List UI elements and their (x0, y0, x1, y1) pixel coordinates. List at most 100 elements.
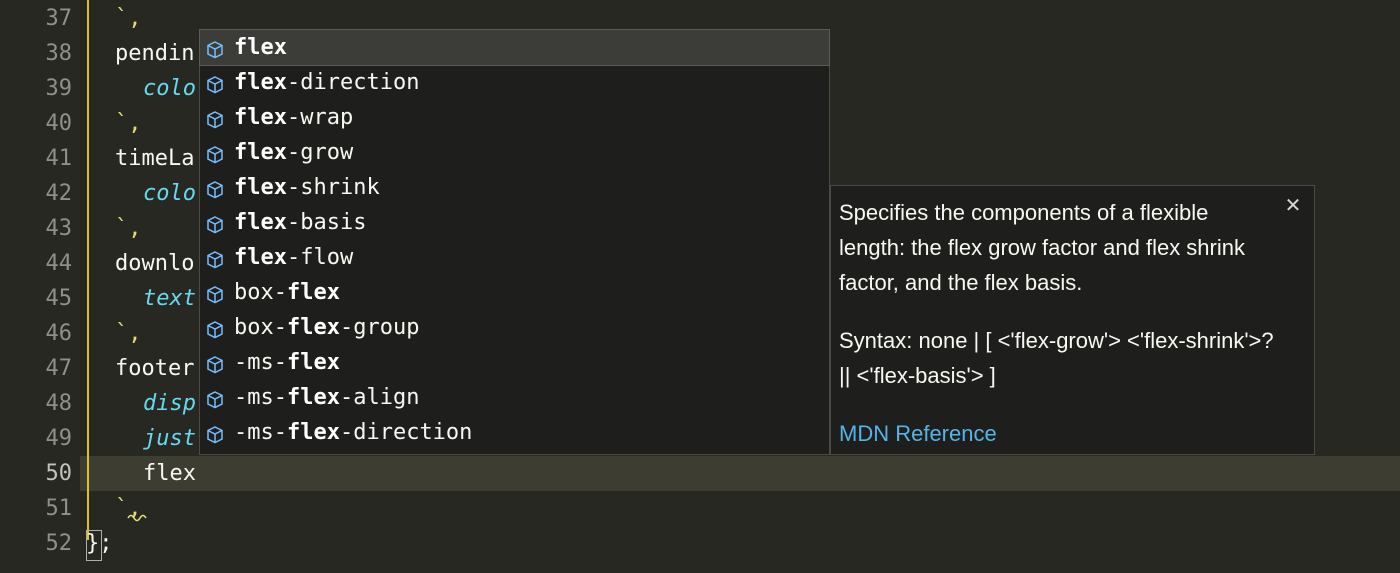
suggestion-label: flex-grow (234, 135, 353, 170)
property-cube-icon (204, 387, 226, 409)
code-text: colo (143, 76, 196, 101)
suggestion-item[interactable]: flex-basis (200, 205, 829, 240)
suggestion-prefix: box- (234, 280, 287, 305)
property-cube-icon (204, 72, 226, 94)
property-cube-icon (204, 177, 226, 199)
property-cube-icon (204, 212, 226, 234)
suggestion-label: flex-basis (234, 205, 366, 240)
suggestion-details-panel: Specifies the components of a flexible l… (830, 185, 1315, 455)
suggestion-match: flex (286, 420, 340, 445)
suggestion-prefix: box- (234, 315, 287, 340)
line-number: 42 (45, 181, 73, 206)
suggestion-label: -ms-flex-direction (234, 415, 472, 450)
code-line-49[interactable]: just (143, 421, 196, 456)
suggestion-item[interactable]: flex-flow (200, 240, 829, 275)
suggestion-label: flex (234, 30, 287, 65)
code-line-40[interactable]: `, (115, 106, 142, 141)
suggestion-item[interactable]: flex-grow (200, 135, 829, 170)
suggestion-match: flex (234, 175, 287, 200)
property-cube-icon (204, 247, 226, 269)
code-text: text (143, 286, 196, 311)
suggestion-match: flex (234, 245, 287, 270)
suggestion-match: flex (286, 385, 340, 410)
suggestion-item[interactable]: box-flex (200, 275, 829, 310)
property-cube-icon (204, 142, 226, 164)
suggestion-match: flex (234, 210, 287, 235)
code-line-39[interactable]: colo (143, 71, 196, 106)
property-description: Specifies the components of a flexible l… (839, 200, 1245, 295)
bracket-match-highlight (86, 530, 102, 561)
line-number: 40 (45, 111, 73, 136)
code-line-52[interactable]: }; (86, 526, 113, 561)
suggestion-match: flex (234, 70, 287, 95)
suggestion-suffix: -wrap (286, 105, 354, 130)
code-text: `, (115, 216, 142, 241)
suggestion-item[interactable]: -ms-flex (200, 345, 829, 380)
suggestion-suffix: -group (339, 315, 420, 340)
suggestion-suffix: -direction (286, 70, 420, 95)
suggestion-suffix: -flow (286, 245, 354, 270)
mdn-reference-link[interactable]: MDN Reference (839, 421, 997, 446)
suggestion-label: -ms-flex (234, 345, 340, 380)
line-number: 46 (45, 321, 73, 346)
suggestion-prefix: -ms- (234, 420, 287, 445)
code-text: `, (115, 111, 142, 136)
property-syntax: Syntax: none | [ <'flex-grow'> <'flex-sh… (839, 328, 1274, 388)
suggestion-suffix: -grow (286, 140, 354, 165)
suggestion-label: box-flex (234, 275, 340, 310)
line-number: 38 (45, 41, 73, 66)
suggestion-label: flex-shrink (234, 170, 380, 205)
code-line-37[interactable]: `, (115, 1, 142, 36)
suggestion-label: flex-flow (234, 240, 353, 275)
suggestion-suffix: -direction (339, 420, 473, 445)
code-line-44[interactable]: downlo (115, 246, 194, 281)
code-line-45[interactable]: text (143, 281, 196, 316)
code-line-50-current[interactable]: flex (143, 456, 196, 491)
suggestion-item[interactable]: box-flex-group (200, 310, 829, 345)
suggestion-suffix: -align (339, 385, 420, 410)
code-text: disp (143, 391, 196, 416)
line-number: 45 (45, 286, 73, 311)
suggestion-item[interactable]: -ms-flex-align (200, 380, 829, 415)
line-number: 52 (45, 531, 73, 556)
suggestion-suffix: -basis (286, 210, 367, 235)
property-cube-icon (204, 422, 226, 444)
code-line-48[interactable]: disp (143, 386, 196, 421)
code-text: downlo (115, 251, 195, 276)
line-number: 47 (45, 356, 73, 381)
suggestion-item[interactable]: flex-direction (200, 65, 829, 100)
property-cube-icon (204, 282, 226, 304)
line-number: 48 (45, 391, 73, 416)
suggestion-item[interactable]: flex-wrap (200, 100, 829, 135)
line-number: 43 (45, 216, 73, 241)
suggestion-match: flex (234, 140, 287, 165)
code-text: `, (115, 321, 142, 346)
code-line-42[interactable]: colo (143, 176, 196, 211)
suggestion-match: flex (234, 35, 287, 60)
property-cube-icon (204, 352, 226, 374)
code-line-38[interactable]: pendin (115, 36, 194, 71)
code-text: `, (115, 6, 142, 31)
property-cube-icon (204, 37, 226, 59)
line-number: 44 (45, 251, 73, 276)
suggestion-prefix: -ms- (234, 385, 287, 410)
suggestion-prefix: -ms- (234, 350, 287, 375)
close-icon[interactable]: ✕ (1284, 195, 1302, 217)
suggestion-label: box-flex-group (234, 310, 419, 345)
suggestion-item-selected[interactable]: flex (199, 29, 830, 66)
property-cube-icon (204, 107, 226, 129)
suggestion-label: -ms-flex-align (234, 380, 419, 415)
suggestion-label: flex-wrap (234, 100, 353, 135)
code-line-47[interactable]: footer (115, 351, 194, 386)
code-line-46[interactable]: `, (115, 316, 142, 351)
suggestion-match: flex (286, 350, 340, 375)
suggestion-item[interactable]: -ms-flex-direction (200, 415, 829, 450)
suggestion-item[interactable]: flex-shrink (200, 170, 829, 205)
code-text: timeLa (115, 146, 195, 171)
code-line-41[interactable]: timeLa (115, 141, 194, 176)
code-text: colo (143, 181, 196, 206)
code-line-43[interactable]: `, (115, 211, 142, 246)
closing-brace: } (86, 531, 100, 556)
